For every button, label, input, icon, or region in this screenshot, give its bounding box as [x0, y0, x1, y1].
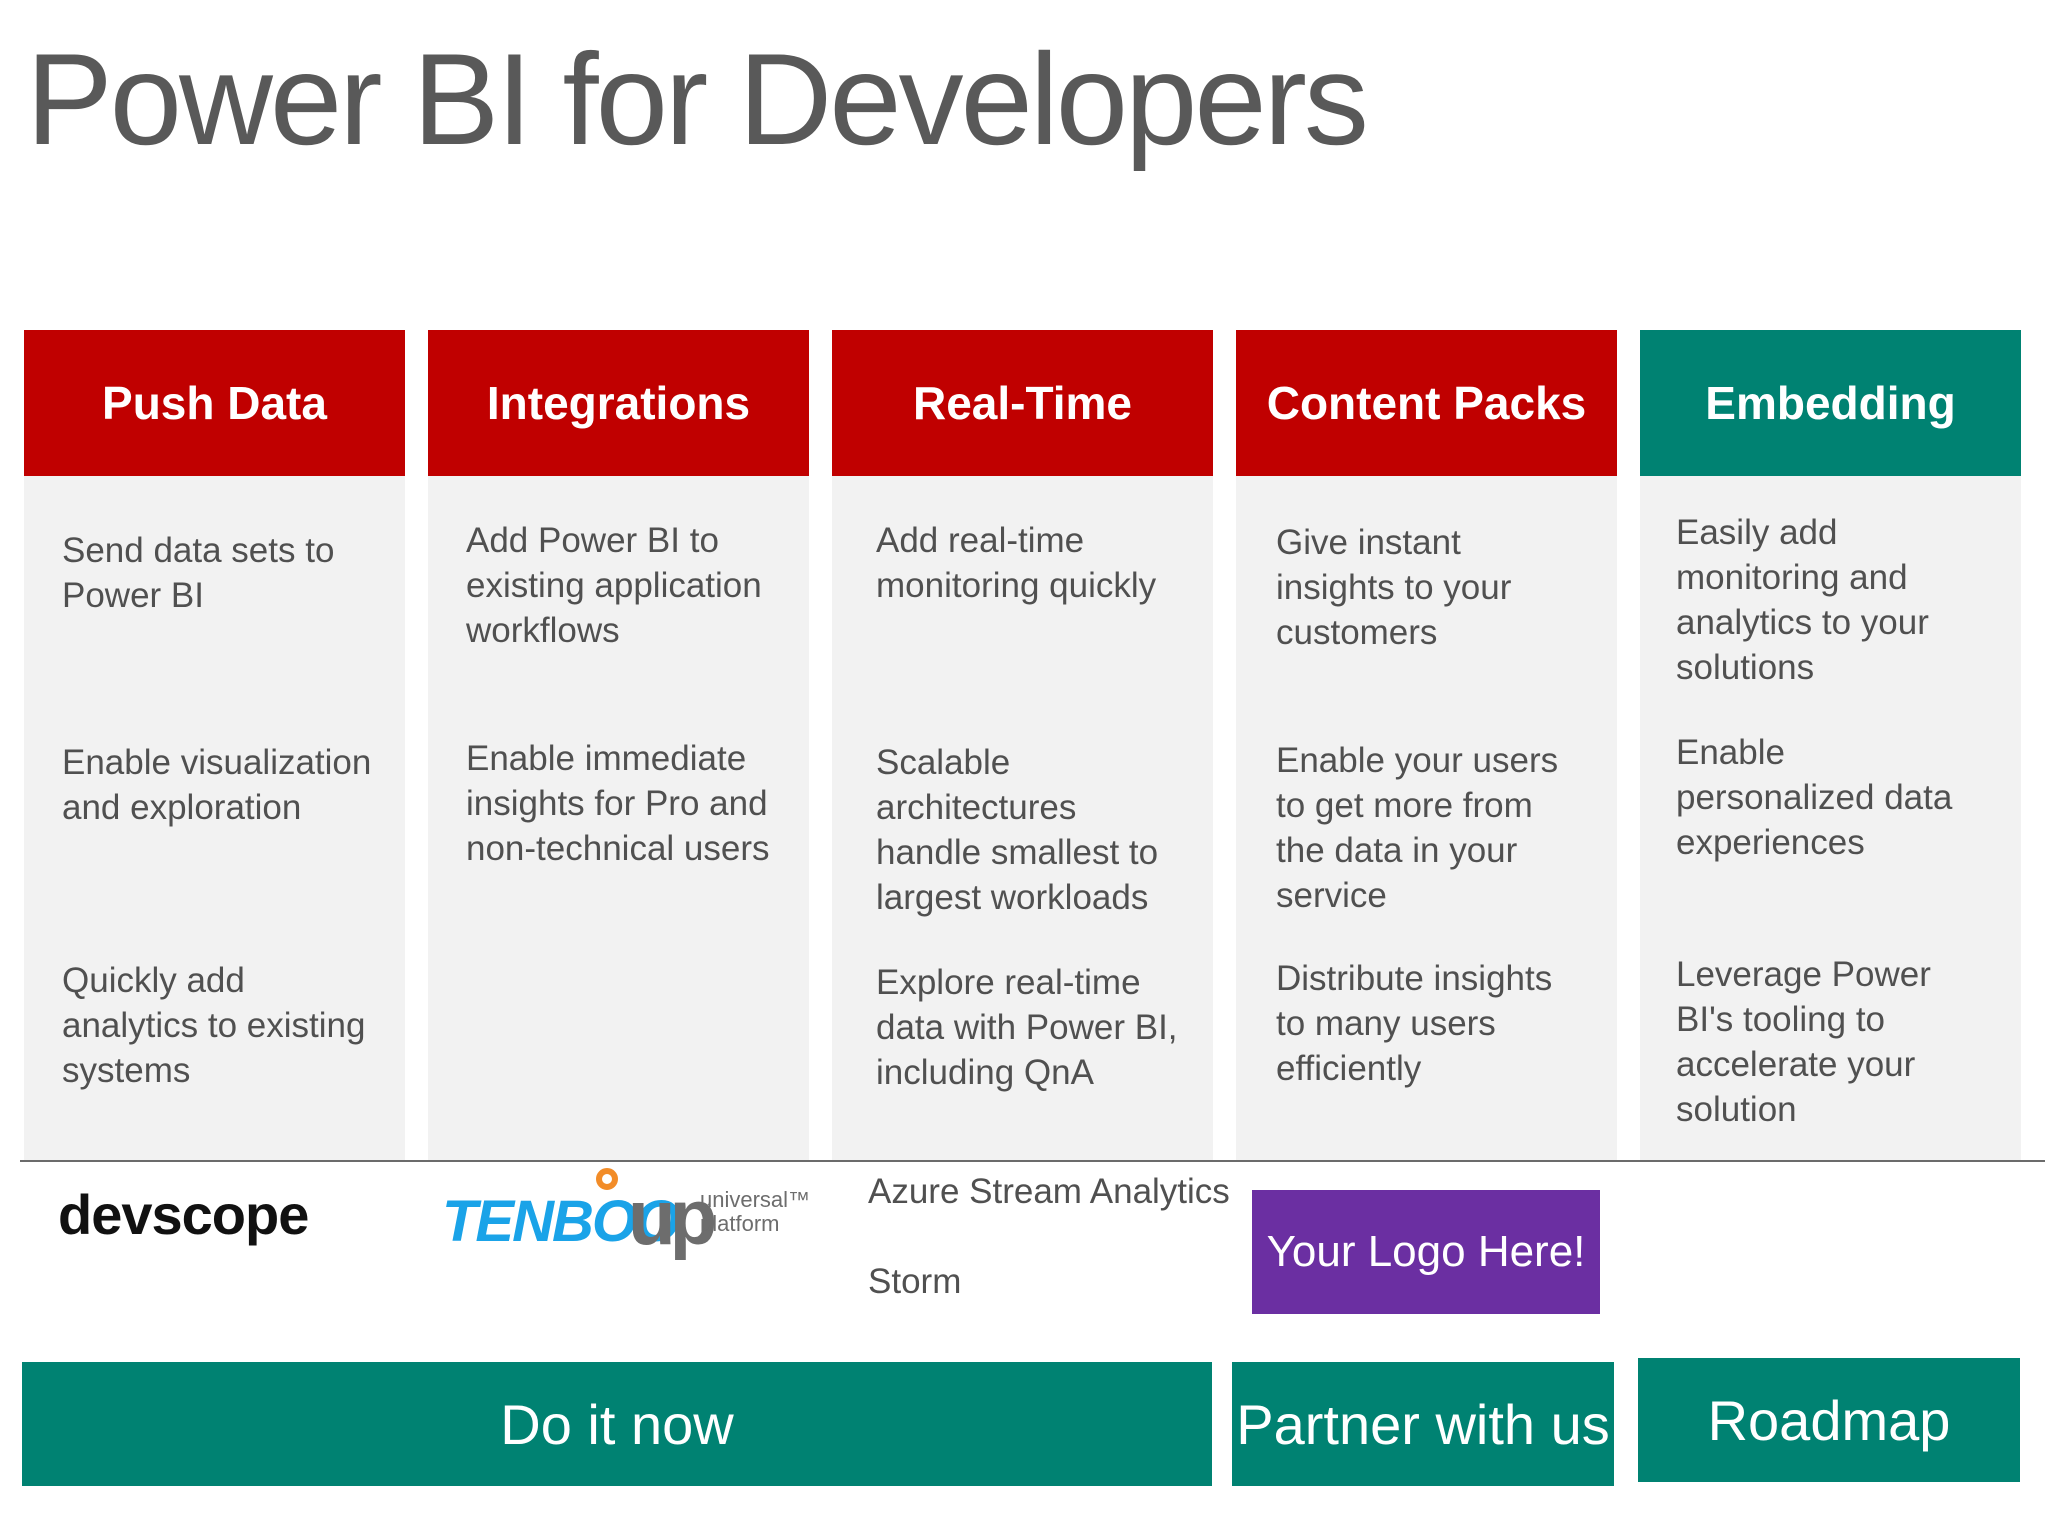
column-push-data: Push Data Send data sets to Power BI Ena… — [24, 330, 405, 1162]
storm-label: Storm — [868, 1262, 962, 1301]
list-item: Enable visualization and exploration — [62, 743, 372, 827]
column-body: Send data sets to Power BI Enable visual… — [24, 476, 405, 1162]
integrations-caption: SSIS Destination — [492, 1282, 734, 1318]
list-item: Scalable architectures handle smallest t… — [876, 743, 1159, 917]
devscope-logo: devscope — [58, 1183, 309, 1246]
list-item: Enable personalized data experiences — [1676, 733, 1953, 862]
list-item: Add Power BI to existing application wor… — [466, 521, 762, 650]
universal-platform-logo: up — [628, 1173, 717, 1261]
list-item: Add real-time monitoring quickly — [876, 521, 1157, 605]
list-item: Easily add monitoring and analytics to y… — [1676, 513, 1929, 687]
list-item: Enable immediate insights for Pro and no… — [466, 739, 770, 868]
azure-stream-analytics-label: Azure Stream Analytics — [868, 1172, 1230, 1211]
column-embedding: Embedding Easily add monitoring and anal… — [1640, 330, 2021, 1162]
column-body: Add Power BI to existing application wor… — [428, 476, 809, 1162]
page-title: Power BI for Developers — [26, 26, 1369, 172]
column-header-content-packs: Content Packs — [1236, 330, 1617, 476]
list-item: Send data sets to Power BI — [62, 531, 335, 615]
column-header-integrations: Integrations — [428, 330, 809, 476]
tenboo-logo: TENBOO — [442, 1189, 680, 1254]
column-header-embedding: Embedding — [1640, 330, 2021, 476]
column-body: Easily add monitoring and analytics to y… — [1640, 476, 2021, 1162]
push-caption: Chrome Extension — [58, 1272, 322, 1308]
roadmap-button[interactable]: Roadmap — [1638, 1358, 2020, 1482]
column-integrations: Integrations Add Power BI to existing ap… — [428, 330, 809, 1162]
list-item: Distribute insights to many users effici… — [1276, 959, 1553, 1088]
partner-with-us-button[interactable]: Partner with us — [1232, 1362, 1614, 1486]
column-real-time: Real-Time Add real-time monitoring quick… — [832, 330, 1213, 1162]
list-item: Explore real-time data with Power BI, in… — [876, 963, 1178, 1092]
list-item: Leverage Power BI's tooling to accelerat… — [1676, 955, 1931, 1129]
column-header-real-time: Real-Time — [832, 330, 1213, 476]
divider-line — [20, 1160, 2045, 1162]
column-content-packs: Content Packs Give instant insights to y… — [1236, 330, 1617, 1162]
list-item: Quickly add analytics to existing system… — [62, 961, 366, 1090]
column-body: Give instant insights to your customers … — [1236, 476, 1617, 1162]
your-logo-here-box: Your Logo Here! — [1252, 1190, 1600, 1314]
universal-platform-text: universal™ platform — [700, 1187, 811, 1236]
list-item: Give instant insights to your customers — [1276, 523, 1512, 652]
do-it-now-button[interactable]: Do it now — [22, 1362, 1212, 1486]
column-body: Add real-time monitoring quickly Scalabl… — [832, 476, 1213, 1162]
column-header-push-data: Push Data — [24, 330, 405, 476]
tenboo-dot-icon — [596, 1168, 618, 1190]
list-item: Enable your users to get more from the d… — [1276, 741, 1559, 915]
